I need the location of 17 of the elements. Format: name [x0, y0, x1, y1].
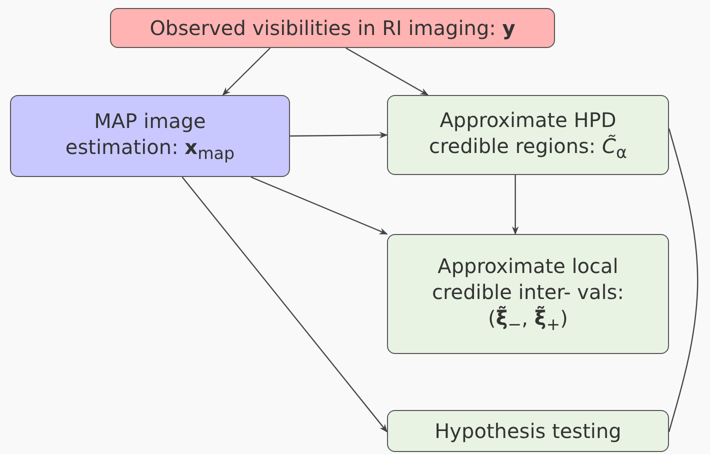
- arrow: [250, 176, 388, 235]
- box-label: Observed visibilities in RI imaging: y: [150, 15, 516, 41]
- process-box: [387, 234, 669, 354]
- box-label: MAP image estimation: x$_{map}$: [64, 108, 236, 164]
- arrow: [182, 176, 388, 432]
- arrow: [668, 128, 698, 433]
- box-label: Hypothesis testing: [434, 418, 622, 444]
- box-label: Approximate HPD credible regions: C̃$_{α}$: [428, 106, 628, 164]
- arrow: [222, 48, 271, 96]
- arrow: [512, 175, 519, 235]
- process-box: [10, 95, 290, 177]
- process-box: [387, 410, 669, 452]
- process-box: [387, 95, 669, 175]
- arrow: [346, 47, 429, 96]
- box-label: Approximate local credible inter- vals: (ξ̃$_{−}$, ξ̃$_{+}$): [431, 252, 625, 336]
- arrow: [290, 132, 388, 138]
- process-box: [110, 8, 555, 48]
